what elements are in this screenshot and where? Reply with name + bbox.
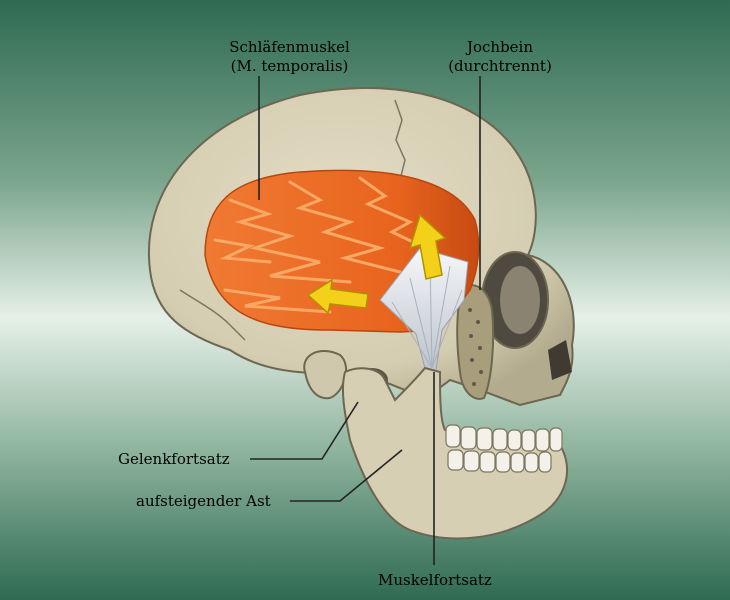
movement-arrow-left-icon	[306, 278, 369, 315]
lower-teeth	[447, 449, 552, 473]
zygomatic-label-line2: (durchtrennt)	[448, 57, 552, 75]
temporalis-label-line1: Schläfenmuskel	[229, 38, 350, 56]
movement-arrow-up-icon	[408, 213, 447, 280]
lambdoid-suture	[179, 289, 246, 341]
condyle-leader-line	[250, 401, 359, 460]
zygomatic-bone-cut	[456, 284, 495, 400]
muscle-fibers	[213, 176, 432, 314]
zygomatic-label: Jochbein (durchtrennt)	[440, 38, 560, 76]
zygomatic-label-line1: Jochbein	[466, 38, 534, 56]
temporalis-label-line2: (M. temporalis)	[230, 57, 349, 75]
ramus-leader-line	[290, 449, 403, 502]
coronoid-label: Muskelfortsatz	[378, 571, 492, 589]
mastoid-process	[303, 350, 348, 400]
upper-teeth	[445, 424, 563, 452]
ramus-label: aufsteigender Ast	[136, 492, 271, 510]
temporalis-label: Schläfenmuskel (M. temporalis)	[217, 38, 362, 76]
condyle-label: Gelenkfortsatz	[118, 450, 230, 468]
nasal-cavity	[548, 340, 572, 380]
